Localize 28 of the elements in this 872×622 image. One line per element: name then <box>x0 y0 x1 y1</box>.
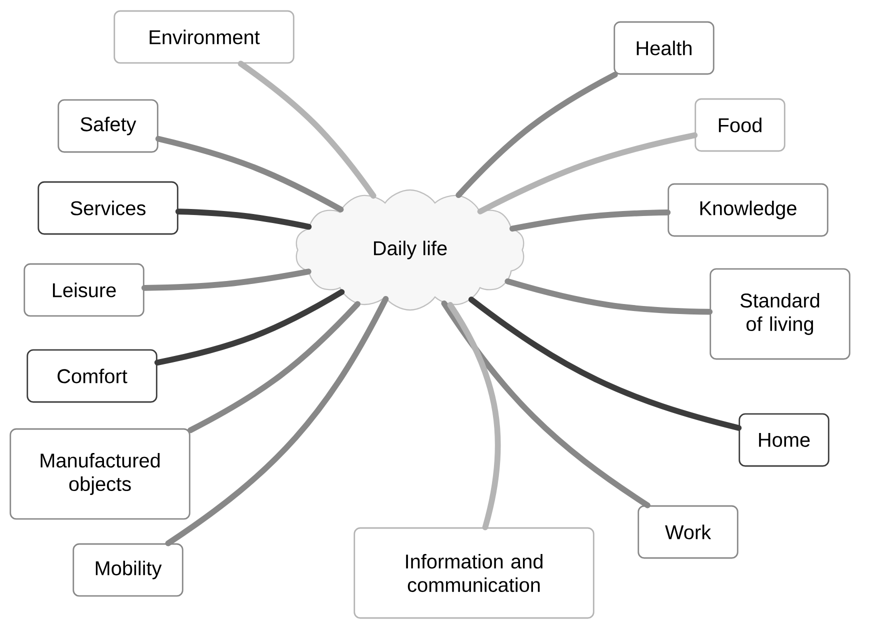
topic-box: Mobility <box>72 543 184 597</box>
branch-line <box>447 302 501 530</box>
branch-line <box>155 136 344 212</box>
branch-line <box>165 296 389 546</box>
branch-line <box>141 268 312 291</box>
topic-box: Leisure <box>24 263 144 317</box>
topic-box: Information and communication <box>354 527 594 619</box>
topic-box: Work <box>638 505 738 559</box>
topic-box: Health <box>614 21 714 75</box>
topic-box: Comfort <box>26 349 158 403</box>
topic-box: Environment <box>114 10 294 64</box>
branch-line <box>187 301 360 434</box>
branch-line <box>504 278 713 315</box>
topic-box: Standard of living <box>710 268 850 360</box>
branch-line <box>238 60 376 199</box>
topic-box: Knowledge <box>668 183 828 237</box>
branch-line <box>175 208 312 230</box>
branch-line <box>154 289 345 366</box>
branch-line <box>509 210 671 232</box>
topic-box: Manufactured objects <box>10 428 190 520</box>
branch-line <box>456 72 618 198</box>
branch-line <box>468 296 742 431</box>
topic-box: Home <box>738 413 830 467</box>
branch-line <box>477 132 698 214</box>
topic-box: Services <box>38 181 178 235</box>
branch-line <box>441 300 650 508</box>
topic-box: Safety <box>58 99 158 153</box>
topic-box: Food <box>694 98 786 152</box>
